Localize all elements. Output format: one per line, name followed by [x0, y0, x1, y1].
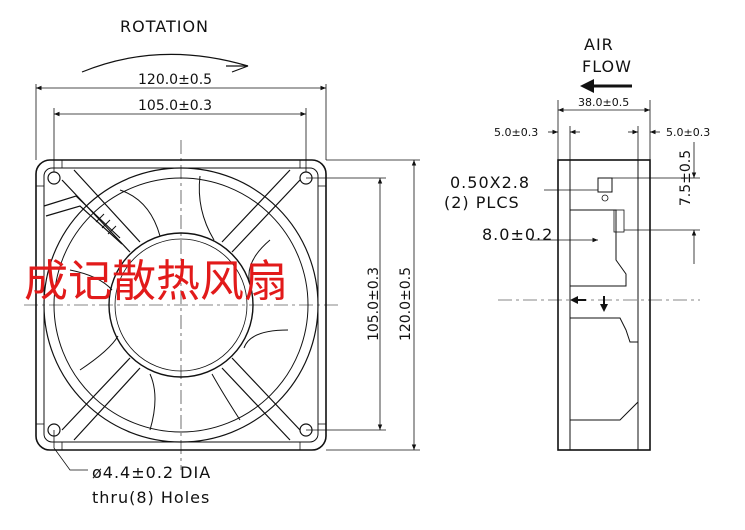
flange-right-dim: 5.0±0.3	[666, 126, 710, 139]
rotation-label: ROTATION	[120, 17, 209, 36]
terminal-size-label: 0.50X2.8	[450, 173, 530, 192]
hole-note-line2: thru(8) Holes	[92, 488, 210, 507]
strut-bottom-right	[221, 357, 301, 441]
rotation-arrow	[81, 53, 249, 73]
blade-6	[149, 373, 156, 431]
hole-spacing-width-dim: 105.0±0.3	[138, 98, 212, 114]
airflow-label-line1: AIR	[584, 35, 614, 54]
terminal	[597, 177, 613, 193]
front-view	[24, 53, 420, 471]
blade-1	[119, 189, 161, 237]
terminal-count-label: (2) PLCS	[444, 193, 520, 212]
strut-top-left	[61, 169, 141, 253]
blade-8	[69, 269, 113, 291]
blade-4	[243, 329, 289, 349]
blade-5	[211, 373, 241, 421]
side-view	[498, 79, 700, 451]
side-body	[557, 159, 651, 451]
blade-7	[79, 335, 119, 371]
hole-spacing-height-dim: 105.0±0.3	[366, 267, 382, 341]
terminal-height-dim: 7.5±0.5	[678, 150, 694, 206]
lead-wire	[43, 195, 123, 245]
outer-width-dim: 120.0±0.5	[138, 72, 212, 88]
blade-3	[248, 239, 271, 285]
watermark: 成记散热风扇	[24, 256, 288, 307]
terminal-offset-dim: 8.0±0.2	[482, 225, 553, 244]
blade-2	[198, 175, 215, 241]
hole-note-line1: ø4.4±0.2 DIA	[92, 463, 211, 482]
flange-left-dim: 5.0±0.3	[494, 126, 538, 139]
strut-bottom-left	[61, 357, 141, 441]
strut-top-right	[221, 169, 301, 253]
depth-dim: 38.0±0.5	[578, 96, 629, 109]
airflow-label-line2: FLOW	[582, 57, 632, 76]
outer-height-dim: 120.0±0.5	[398, 267, 414, 341]
